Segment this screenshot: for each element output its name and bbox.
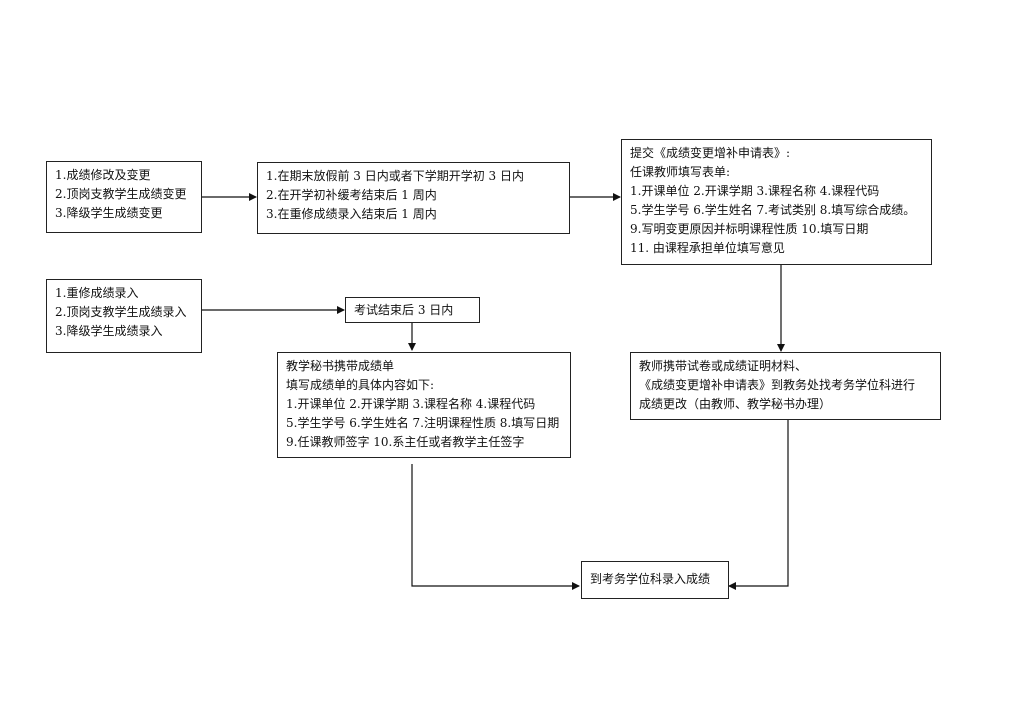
text-line: 教学秘书携带成绩单	[286, 359, 395, 373]
text-line: 2.在开学初补缓考结束后 1 周内	[266, 188, 437, 202]
text-line: 考试结束后 3 日内	[354, 303, 454, 317]
box-submit-form: 提交《成绩变更增补申请表》: 任课教师填写表单: 1.开课单位 2.开课学期 3…	[621, 139, 932, 265]
text-line: 1.开课单位 2.开课学期 3.课程名称 4.课程代码	[286, 397, 536, 411]
text-line: 9.任课教师签字 10.系主任或者教学主任签字	[286, 435, 525, 449]
text-line: 提交《成绩变更增补申请表》:	[630, 146, 791, 160]
text-line: 1.成绩修改及变更	[55, 168, 151, 182]
box-final-entry: 到考务学位科录入成绩	[581, 561, 729, 599]
text-line: 《成绩变更增补申请表》到教务处找考务学位科进行	[639, 378, 916, 392]
text-line: 3.降级学生成绩变更	[55, 206, 163, 220]
text-line: 3.在重修成绩录入结束后 1 周内	[266, 207, 437, 221]
text-line: 5.学生学号 6.学生姓名 7.考试类别 8.填写综合成绩。	[630, 203, 916, 217]
text-line: 2.顶岗支教学生成绩变更	[55, 187, 187, 201]
text-line: 2.顶岗支教学生成绩录入	[55, 305, 187, 319]
text-line: 成绩更改（由教师、教学秘书办理）	[639, 397, 832, 411]
arrow-c1-final	[728, 419, 789, 590]
text-line: 9.写明变更原因并标明课程性质 10.填写日期	[630, 222, 869, 236]
text-line: 填写成绩单的具体内容如下:	[286, 378, 435, 392]
text-line: 1.在期末放假前 3 日内或者下学期开学初 3 日内	[266, 169, 524, 183]
box-secretary-sheet: 教学秘书携带成绩单 填写成绩单的具体内容如下: 1.开课单位 2.开课学期 3.…	[277, 352, 571, 458]
box-teacher-materials: 教师携带试卷或成绩证明材料、 《成绩变更增补申请表》到教务处找考务学位科进行 成…	[630, 352, 941, 420]
text-line: 任课教师填写表单:	[630, 165, 731, 179]
text-line: 1.开课单位 2.开课学期 3.课程名称 4.课程代码	[630, 184, 880, 198]
box-time-limits: 1.在期末放假前 3 日内或者下学期开学初 3 日内 2.在开学初补缓考结束后 …	[257, 162, 570, 234]
text-line: 5.学生学号 6.学生姓名 7.注明课程性质 8.填写日期	[286, 416, 560, 430]
text-line: 1.重修成绩录入	[55, 286, 139, 300]
text-line: 教师携带试卷或成绩证明材料、	[639, 359, 808, 373]
box-change-types: 1.成绩修改及变更 2.顶岗支教学生成绩变更 3.降级学生成绩变更	[46, 161, 202, 233]
box-entry-types: 1.重修成绩录入 2.顶岗支教学生成绩录入 3.降级学生成绩录入	[46, 279, 202, 353]
text-line: 11. 由课程承担单位填写意见	[630, 241, 785, 255]
arrow-b3-final	[411, 464, 580, 590]
text-line: 到考务学位科录入成绩	[590, 572, 711, 586]
text-line: 3.降级学生成绩录入	[55, 324, 163, 338]
box-exam-deadline: 考试结束后 3 日内	[345, 297, 480, 323]
